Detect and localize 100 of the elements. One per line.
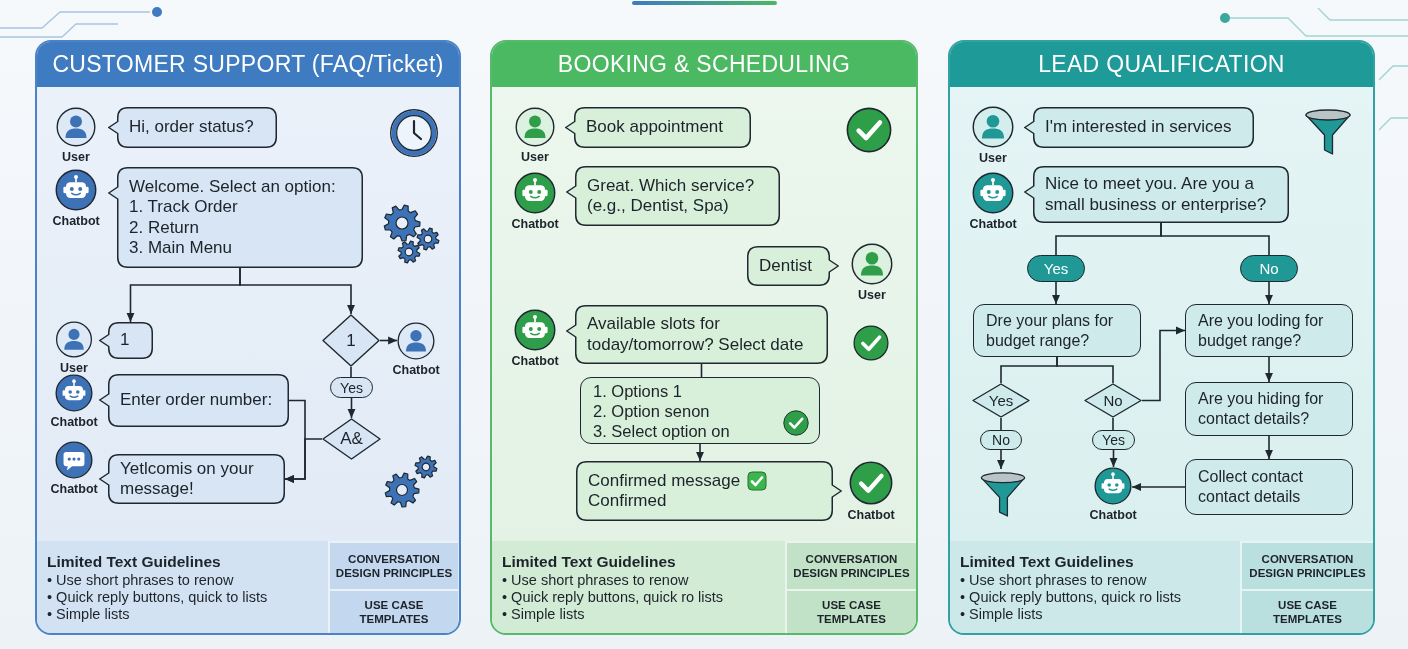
avatar-label: Chatbot <box>511 217 559 231</box>
message-text: 1. Track Order <box>129 197 238 218</box>
message-text: Book appointment <box>586 117 724 138</box>
message-text: Welcome. Select an option: <box>129 176 336 197</box>
connector-line <box>700 363 703 378</box>
speech-bubble <box>747 246 839 286</box>
arrow <box>1265 435 1273 460</box>
speech-bubble <box>108 167 363 268</box>
panel-header: BOOKING & SCHEDULING <box>492 42 916 87</box>
guideline-item: • Simple lists <box>960 606 1043 623</box>
panel-header: CUSTOMER SUPPORT (FAQ/Ticket) <box>37 42 459 87</box>
category-tile: USE CASE TEMPLATES <box>785 589 916 633</box>
decision-diamond <box>972 383 1030 418</box>
decision-text: No <box>1103 392 1123 409</box>
arrow <box>1131 483 1186 491</box>
footer-band <box>950 541 1373 633</box>
speech-bubble <box>566 305 828 364</box>
avatar-label: User <box>62 150 90 164</box>
option-text: 3. Select option on <box>593 420 730 441</box>
avatar-label: Chatbot <box>392 363 440 377</box>
arrow <box>997 449 1005 470</box>
message-text: 2. Return <box>129 217 199 238</box>
connector-line <box>1000 417 1002 431</box>
guidelines-heading: Limited Text Guidelines <box>47 552 221 571</box>
message-text: 1 <box>120 330 130 351</box>
arrow <box>1052 281 1060 305</box>
footer-band <box>492 541 916 633</box>
guideline-item: • Quick reply buttons, quick ro lists <box>960 589 1182 606</box>
decision-diamond <box>322 418 381 460</box>
option-text: 2. Option senon <box>593 400 710 421</box>
box-text: Are you loding for budget range? <box>1198 310 1325 351</box>
decision-text: Yes <box>988 392 1014 409</box>
guidelines-heading: Limited Text Guidelines <box>960 552 1134 571</box>
process-box <box>1185 382 1353 436</box>
message-text: Nice to meet you. Are you a small business or enterprise? <box>1045 174 1268 215</box>
funnel-icon <box>978 469 1028 518</box>
avatar-label: Chatbot <box>969 217 1017 231</box>
guideline-item: • Simple lists <box>502 606 585 623</box>
guideline-item: • Use short phrases to renow <box>960 572 1147 589</box>
arrow <box>1265 356 1273 383</box>
process-box <box>973 304 1141 357</box>
speech-bubble <box>1024 166 1289 223</box>
avatar-label: Chatbot <box>1089 508 1137 522</box>
avatar-label: Chatbot <box>511 354 559 368</box>
option-text: 1. Options 1 <box>593 380 682 401</box>
panel <box>490 40 918 635</box>
arrow <box>347 397 356 419</box>
answer-pill: Yes <box>330 377 373 398</box>
avatar-label: Chatbot <box>50 482 98 496</box>
guideline-item: • Simple lists <box>47 606 130 623</box>
process-box <box>1185 459 1353 515</box>
guidelines-heading: Limited Text Guidelines <box>502 552 676 571</box>
panel <box>35 40 461 635</box>
panel-header: LEAD QUALIFICATION <box>950 42 1373 87</box>
message-text: Available slots for today/tomorrow? Select date <box>587 314 805 355</box>
category-tile: CONVERSATION DESIGN PRINCIPLES <box>328 541 458 589</box>
category-tile: USE CASE TEMPLATES <box>328 589 458 633</box>
category-tile: USE CASE TEMPLATES <box>1240 589 1373 633</box>
avatar-label: User <box>979 151 1007 165</box>
avatar-label: User <box>521 150 549 164</box>
speech-bubble <box>99 374 289 427</box>
options-box <box>580 377 820 444</box>
message-text: 3. Main Menu <box>129 238 232 259</box>
connector-line <box>1112 417 1114 431</box>
answer-pill: No <box>1240 255 1298 282</box>
connector-line <box>350 366 352 378</box>
arrow <box>1265 281 1273 305</box>
decision-diamond <box>1084 383 1142 418</box>
arrow <box>239 267 355 315</box>
avatar-label: User <box>858 288 886 302</box>
connector-line <box>1160 222 1270 256</box>
message-text: Hi, order status? <box>129 117 254 138</box>
speech-bubble <box>576 461 842 521</box>
message-text: Confirmed message <box>588 470 741 491</box>
guideline-item: • Quick reply buttons, quick to lists <box>47 589 268 606</box>
category-tile: CONVERSATION DESIGN PRINCIPLES <box>785 541 916 589</box>
category-tile: CONVERSATION DESIGN PRINCIPLES <box>1240 541 1373 589</box>
decision-text: 1 <box>346 330 356 351</box>
box-text: Dre your plans for budget range? <box>986 310 1115 351</box>
decision-diamond <box>322 314 380 367</box>
speech-bubble <box>108 107 277 148</box>
speech-bubble <box>99 454 285 504</box>
message-text: Confirmed <box>588 491 667 512</box>
decision-text: A& <box>340 429 363 449</box>
panel <box>948 40 1375 635</box>
speech-bubble <box>566 166 780 226</box>
guideline-item: • Quick reply buttons, quick ro lists <box>502 589 724 606</box>
avatar-label: User <box>60 361 88 375</box>
arrow <box>379 336 398 345</box>
arrow <box>284 438 323 483</box>
answer-pill: No <box>980 430 1022 450</box>
arrow <box>1141 326 1186 402</box>
speech-bubble <box>565 107 751 148</box>
guideline-item: • Use short phrases to renow <box>502 572 689 589</box>
speech-bubble <box>1024 107 1254 148</box>
message-text: Enter order number: <box>120 390 273 411</box>
guideline-item: • Use short phrases to renow <box>47 572 234 589</box>
avatar-label: Chatbot <box>52 214 100 228</box>
avatar-label: Chatbot <box>50 415 98 429</box>
answer-pill: Yes <box>1092 430 1135 450</box>
